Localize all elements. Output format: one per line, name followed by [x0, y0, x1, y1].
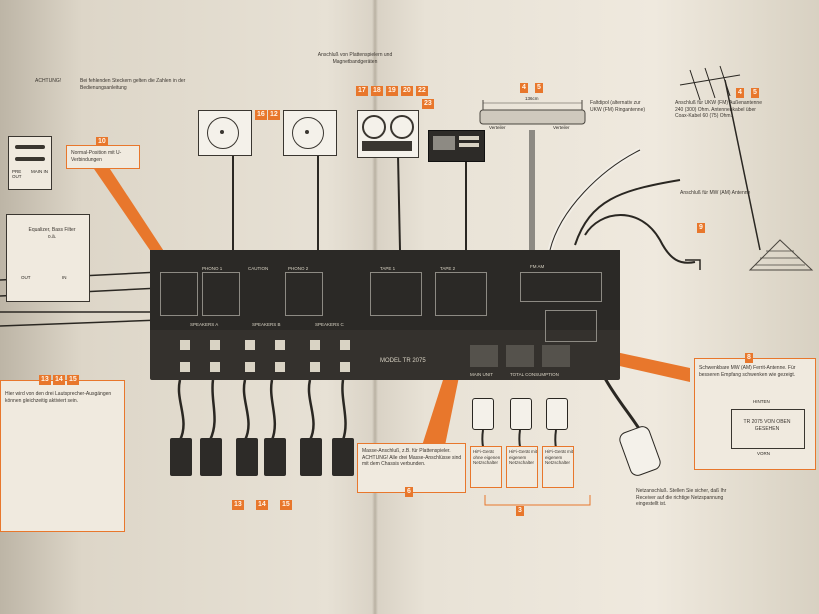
label-phono1: PHONO 1 — [202, 266, 223, 271]
badge-15-bottom: 15 — [280, 500, 292, 510]
badge-14: 14 — [53, 375, 65, 385]
mw-vorn: VORN — [757, 451, 771, 456]
mw-hinten: HINTEN — [753, 399, 770, 404]
badge-8: 8 — [745, 353, 753, 363]
label-total: TOTAL CONSUMPTION — [510, 372, 559, 377]
outlet-label-1: HiFi-Gerät ohne eigenen Netzschalter — [470, 446, 502, 488]
badge-19: 19 — [386, 86, 398, 96]
callout-normal-position: Normal-Position mit U-Verbindungen — [66, 145, 140, 169]
badge-4: 4 — [520, 83, 528, 93]
label-tape1: TAPE 1 — [380, 266, 396, 271]
badge-5-right: 5 — [751, 88, 759, 98]
label-main-unit: MAIN UNIT — [470, 372, 493, 377]
mw-callout-text: Schwenkbare MW (AM) Ferrit-Antenne. Für … — [699, 365, 796, 378]
turntable-2 — [283, 110, 337, 156]
label-fm-am: FM AM — [530, 264, 545, 269]
badge-3: 3 — [516, 506, 524, 516]
badge-22: 22 — [416, 86, 428, 96]
badge-6: 6 — [405, 487, 413, 497]
mw-model-note: TR 2075 VON OBEN GESEHEN — [743, 419, 791, 432]
cassette-deck — [428, 130, 485, 162]
badge-14-bottom: 14 — [256, 500, 268, 510]
dipole-width: 136cm — [525, 96, 539, 101]
badge-23: 23 — [422, 99, 434, 109]
pre-main-box: PRE OUT MAIN IN — [8, 136, 52, 190]
plug-3 — [546, 398, 568, 430]
mw-antenna-callout: 8 Schwenkbare MW (AM) Ferrit-Antenne. Fü… — [694, 353, 816, 470]
badge-5: 5 — [535, 83, 543, 93]
callout-wedge-ground — [420, 358, 462, 470]
equalizer-title: Equalizer, Bass Filter o.ä. — [28, 227, 76, 240]
badge-18: 18 — [371, 86, 383, 96]
outlet-label-2: HiFi-Gerät mit eigenem Netzschalter — [506, 446, 538, 488]
speaker-note-text: Hier wird von den drei Lautsprecher-Ausg… — [5, 391, 112, 404]
speaker-note-box: 13 14 15 Hier wird von den drei Lautspre… — [0, 375, 125, 532]
warning-heading: ACHTUNG! — [35, 78, 62, 84]
label-speaker-c: SPEAKERS C — [315, 322, 344, 327]
equalizer-in: IN — [62, 275, 67, 280]
fm-antenna-note: Faltdipol (alternativ zur UKW (FM) Ringa… — [590, 100, 646, 113]
badge-4-right: 4 — [736, 88, 744, 98]
ground-note-text: Masse-Anschluß, z.B. für Plattenspieler.… — [362, 448, 462, 467]
main-in-label: MAIN IN — [31, 169, 49, 174]
badge-13-bottom: 13 — [232, 500, 244, 510]
label-speaker-b: SPEAKERS B — [252, 322, 281, 327]
turntable-1 — [198, 110, 252, 156]
mains-note: Netzanschluß. Stellen Sie sicher, daß Ih… — [636, 488, 727, 507]
label-speaker-a: SPEAKERS A — [190, 322, 219, 327]
plug-1 — [472, 398, 494, 430]
speaker-c-left — [300, 438, 322, 476]
badge-10: 10 — [96, 137, 108, 147]
badge-17: 17 — [356, 86, 368, 96]
speaker-b-left — [236, 438, 258, 476]
badge-12: 12 — [268, 110, 280, 120]
mw-note: Anschluß für MW (AM) Antenne — [680, 190, 751, 196]
reel-to-reel-deck — [357, 110, 419, 158]
badge-13: 13 — [39, 375, 51, 385]
badge-9: 9 — [697, 223, 705, 233]
callout-wedge-normal — [92, 166, 175, 272]
amplifier-back-panel: PHONO 1 PHONO 2 CAUTION TAPE 1 TAPE 2 FM… — [150, 250, 620, 380]
outlet-label-3: HiFi-Gerät mit eigenem Netzschalter — [542, 446, 574, 488]
dipole-label-left: Verteiler — [489, 125, 506, 130]
equalizer-out: OUT — [21, 275, 31, 280]
speaker-c-right — [332, 438, 354, 476]
speaker-b-right — [264, 438, 286, 476]
label-model: MODEL TR 2075 — [380, 358, 426, 364]
dipole-label-right: Verteiler — [553, 125, 570, 130]
callout-normal-text: Normal-Position mit U-Verbindungen — [71, 150, 122, 163]
equalizer-box: Equalizer, Bass Filter o.ä. OUT IN — [6, 214, 90, 302]
badge-20: 20 — [401, 86, 413, 96]
plug-2 — [510, 398, 532, 430]
label-phono2: PHONO 2 — [288, 266, 309, 271]
badge-16: 16 — [255, 110, 267, 120]
ground-note-box: Masse-Anschluß, z.B. für Plattenspieler.… — [357, 443, 466, 497]
badge-15: 15 — [67, 375, 79, 385]
label-tape2: TAPE 2 — [440, 266, 456, 271]
turntable-note: Anschluß von Plattenspielern und Magnetb… — [317, 52, 393, 65]
pre-out-label: PRE OUT — [12, 169, 22, 179]
warning-text: Bei fehlenden Steckern gelten die Zahlen… — [80, 78, 186, 91]
ukw-note: Anschluß für UKW (FM) Außenantenne 240 (… — [675, 100, 762, 119]
speaker-a-left — [170, 438, 192, 476]
label-caution: CAUTION — [248, 266, 269, 271]
speaker-a-right — [200, 438, 222, 476]
